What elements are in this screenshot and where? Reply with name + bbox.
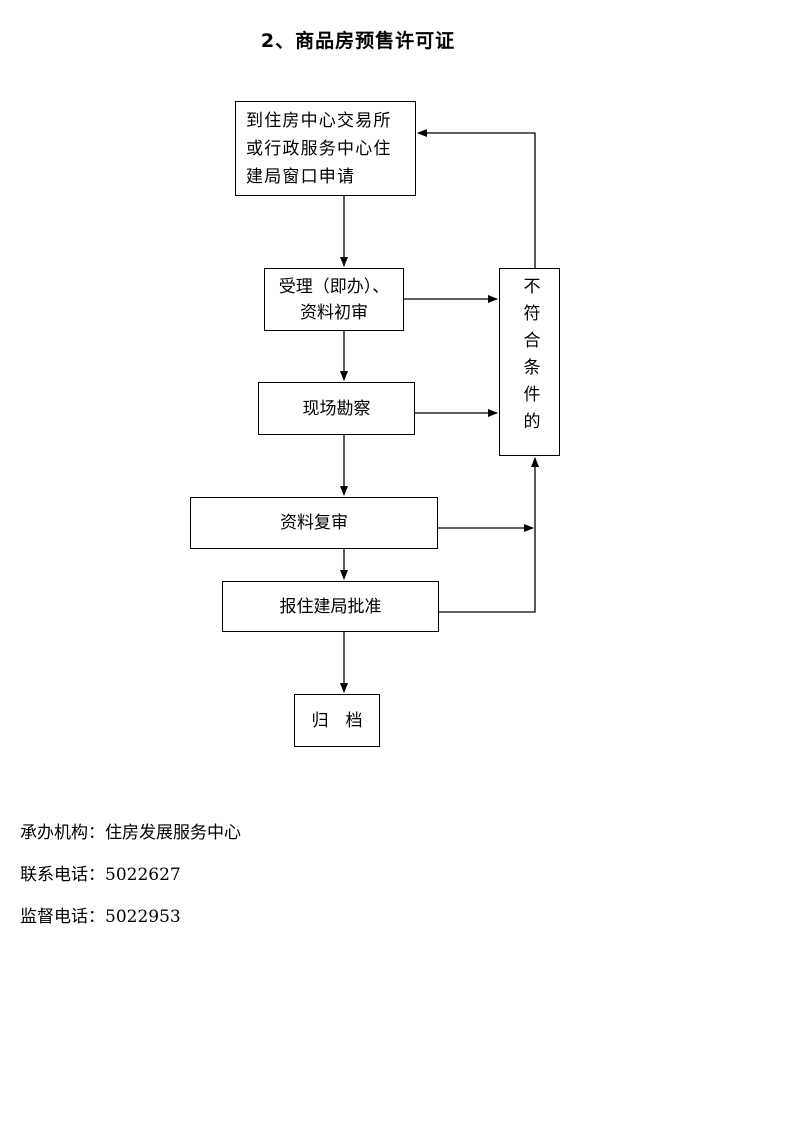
- step-accept-box: 受理（即办）、 资料初审: [264, 268, 404, 331]
- arrow-reject-to-start: [417, 129, 536, 268]
- info-contact-value: 5022627: [105, 865, 181, 885]
- info-supervise: 监督电话：5022953: [20, 902, 181, 927]
- step-accept-line-2: 资料初审: [300, 302, 368, 323]
- step-approve-box: 报住建局批准: [222, 581, 439, 632]
- step-reject-box: 不符合条件的: [499, 268, 560, 456]
- info-org: 承办机构：住房发展服务中心: [20, 818, 241, 843]
- step-survey-label: 现场勘察: [302, 398, 371, 419]
- step-approve-label: 报住建局批准: [279, 596, 382, 617]
- info-org-value: 住房发展服务中心: [105, 823, 241, 843]
- info-contact-label: 联系电话：: [20, 865, 105, 885]
- step-apply-line-3: 建局窗口申请: [246, 166, 356, 187]
- step-apply-line-2: 或行政服务中心住: [246, 138, 392, 159]
- step-apply-line-1: 到住房中心交易所: [246, 110, 392, 131]
- arrow-approve-to-reject: [439, 457, 539, 613]
- step-archive-box: 归 档: [294, 694, 380, 747]
- step-survey-box: 现场勘察: [258, 382, 415, 435]
- step-archive-label: 归 档: [311, 710, 363, 731]
- step-review-label: 资料复审: [280, 513, 348, 533]
- step-reject-label: 不符合条件的: [519, 277, 540, 439]
- info-supervise-label: 监督电话：: [20, 907, 105, 927]
- info-contact: 联系电话：5022627: [20, 860, 181, 885]
- step-apply-box: 到住房中心交易所 或行政服务中心住 建局窗口申请: [235, 101, 416, 196]
- info-supervise-value: 5022953: [105, 907, 181, 927]
- info-org-label: 承办机构：: [20, 823, 105, 843]
- step-review-box: 资料复审: [190, 497, 438, 549]
- page-title: 2、商品房预售许可证: [260, 30, 456, 52]
- step-accept-line-1: 受理（即办）、: [278, 276, 390, 297]
